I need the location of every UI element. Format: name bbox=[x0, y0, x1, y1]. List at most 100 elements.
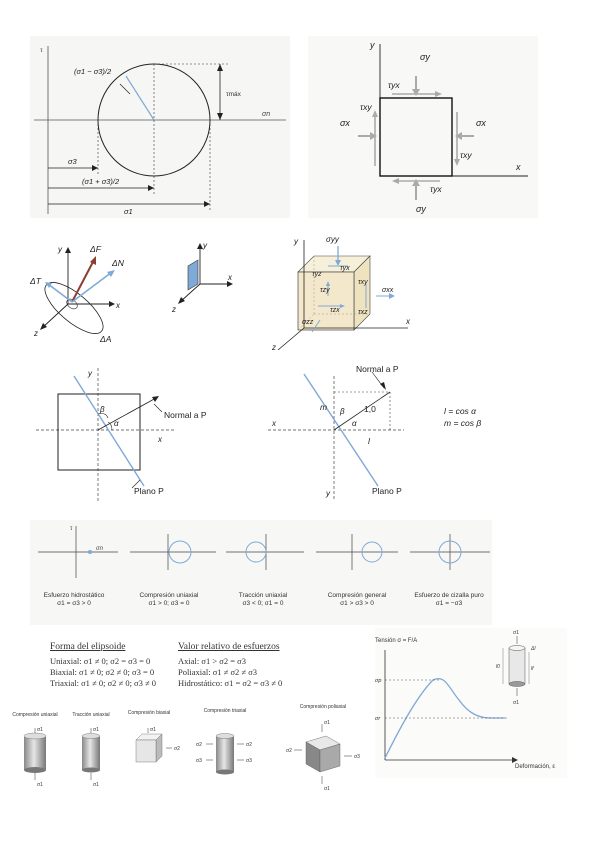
unit-length-label: 1,0 bbox=[364, 404, 376, 414]
shape-row: Triaxial: σ1 ≠ 0; σ2 ≠ 0; σ3 ≠ 0 bbox=[50, 678, 157, 688]
s1-top-label: σ1 bbox=[513, 630, 519, 636]
element-square bbox=[57, 393, 141, 471]
tau-xy-right: τxy bbox=[460, 150, 472, 160]
y-label: y bbox=[325, 489, 331, 498]
tau-zx: τzx bbox=[330, 307, 340, 314]
x-label: x bbox=[115, 301, 121, 310]
case-cond: σ1 > σ3 > 0 bbox=[340, 599, 374, 607]
shaded-plane bbox=[187, 259, 199, 291]
y-label: y bbox=[57, 245, 63, 254]
y-axis-title: Tensión σ = F/A bbox=[375, 638, 417, 644]
beta-label: β bbox=[99, 405, 105, 414]
x-label: x bbox=[271, 419, 277, 428]
s1-bottom-label: σ1 bbox=[513, 700, 519, 706]
sigma1-label: σ1 bbox=[124, 207, 133, 216]
y-label: y bbox=[87, 369, 93, 378]
x-label: x bbox=[405, 317, 411, 326]
s1-label: σ1 bbox=[150, 727, 156, 733]
plane-p-right-panel: Normal a P m β 1,0 α x l y Plano P l = c… bbox=[268, 362, 568, 504]
plane-p-line bbox=[73, 375, 145, 487]
sigma-xx: σxx bbox=[382, 287, 394, 294]
tau-yx: τyx bbox=[340, 265, 350, 272]
case-cond: σ3 < 0; σ1 = 0 bbox=[242, 599, 284, 607]
alpha-label: α bbox=[352, 419, 357, 428]
normal-label: Normal a P bbox=[356, 364, 399, 374]
stress-square-panel: y x σy σy σx σx τyx τyx τxy τxy bbox=[308, 36, 538, 218]
s1-label: σ1 bbox=[93, 727, 99, 733]
plane-p-left-panel: y x β α Normal a P Plano P bbox=[36, 362, 266, 504]
s3-label: σ3 bbox=[196, 758, 202, 764]
x-label: x bbox=[157, 435, 163, 444]
case-title: Compresión uniaxial bbox=[139, 592, 199, 599]
tau-xz: τxz bbox=[358, 309, 368, 316]
area-element bbox=[44, 282, 104, 334]
sigma3-label: σ3 bbox=[68, 157, 78, 166]
ellipsoid-shape-list: Forma del elipsoide Uniaxial: σ1 ≠ 0; σ2… bbox=[50, 642, 180, 689]
sigma-x-left: σx bbox=[340, 118, 350, 128]
m-label: m bbox=[320, 402, 327, 412]
tau-label: τ bbox=[40, 46, 43, 54]
dT-arrow bbox=[47, 283, 73, 303]
s3-label: σ3 bbox=[246, 758, 252, 764]
alpha-label: α bbox=[114, 419, 119, 428]
s2-label: σ2 bbox=[246, 742, 252, 748]
case-cond: σ1 = −σ3 bbox=[435, 599, 463, 607]
tau-xy-left: τxy bbox=[360, 102, 372, 112]
y-label: y bbox=[293, 237, 299, 246]
lf-label: lf bbox=[531, 666, 534, 672]
y-label: y bbox=[202, 241, 208, 250]
sigma-p-label: σp bbox=[375, 678, 381, 684]
center-label: (σ1 + σ3)/2 bbox=[82, 177, 120, 186]
x-axis-label: x bbox=[515, 162, 521, 172]
specimen-triaxial-compression: Compresión triaxial bbox=[203, 708, 247, 714]
specimen-polyaxial-compression: Compresión poliaxial bbox=[299, 704, 347, 710]
shape-row: Uniaxial: σ1 ≠ 0; σ2 = σ3 = 0 bbox=[50, 656, 151, 666]
radius-label: (σ1 − σ3)/2 bbox=[74, 67, 112, 76]
dF-label: ΔF bbox=[89, 244, 102, 254]
case-cond: σ1 = σ3 > 0 bbox=[57, 599, 91, 607]
sigma-y-top: σy bbox=[420, 52, 430, 62]
dN-label: ΔN bbox=[111, 258, 125, 268]
case-cond: σ1 > 0; σ3 = 0 bbox=[148, 599, 190, 607]
cos-alpha-eq: l = cos α bbox=[444, 406, 477, 416]
s2-label: σ2 bbox=[286, 748, 292, 754]
sigma-yy: σyy bbox=[326, 235, 340, 244]
tau-max-label: τmáx bbox=[226, 91, 242, 98]
s1-label: σ1 bbox=[37, 727, 43, 733]
sigma-x-right: σx bbox=[476, 118, 486, 128]
x-axis-title: Deformación, ε bbox=[515, 764, 555, 770]
s2-label: σ2 bbox=[196, 742, 202, 748]
plane-label: Plano P bbox=[134, 486, 164, 496]
x-label: x bbox=[227, 273, 233, 282]
stress-element bbox=[379, 97, 453, 177]
case-title: Compresión general bbox=[327, 592, 387, 599]
dN-arrow bbox=[71, 271, 113, 303]
z-label: z bbox=[171, 305, 176, 314]
z-label: z bbox=[33, 329, 38, 338]
dT-label: ΔT bbox=[29, 276, 42, 286]
stress-row: Poliaxial: σ1 ≠ σ2 ≠ σ3 bbox=[178, 667, 258, 677]
stress-row: Axial: σ1 > σ2 = σ3 bbox=[178, 656, 246, 666]
tau-yz: τyz bbox=[312, 271, 322, 278]
dF-arrow bbox=[71, 259, 95, 303]
radius-line bbox=[125, 75, 155, 121]
s2-label: σ2 bbox=[174, 746, 180, 752]
s1-label: σ1 bbox=[93, 782, 99, 788]
case-title: Esfuerzo de cizalla puro bbox=[414, 592, 484, 599]
stress-strain-panel: Tensión σ = F/A Deformación, ε σp σr σ1 … bbox=[375, 628, 567, 778]
specimens-panel: σ1 σ1 σ1 σ1 σ1 σ2 σ2 σ3 σ2 σ3 σ1 σ1 σ2 σ… bbox=[10, 702, 370, 794]
tau-zy: τzy bbox=[320, 287, 330, 294]
stress-strain-curve bbox=[384, 677, 505, 759]
cos-beta-eq: m = cos β bbox=[444, 418, 481, 428]
sigma-y-bottom: σy bbox=[416, 204, 426, 214]
plane-p-line bbox=[303, 373, 379, 487]
specimen-biaxial-compression: Compresión biaxial bbox=[127, 710, 171, 716]
ellipsoid-shape-header: Forma del elipsoide bbox=[50, 642, 126, 652]
z-label: z bbox=[271, 343, 276, 352]
stress-cube-panel: y x z σyy τyx τyz τxy τzy σxx τzx τxz σz… bbox=[268, 232, 418, 354]
